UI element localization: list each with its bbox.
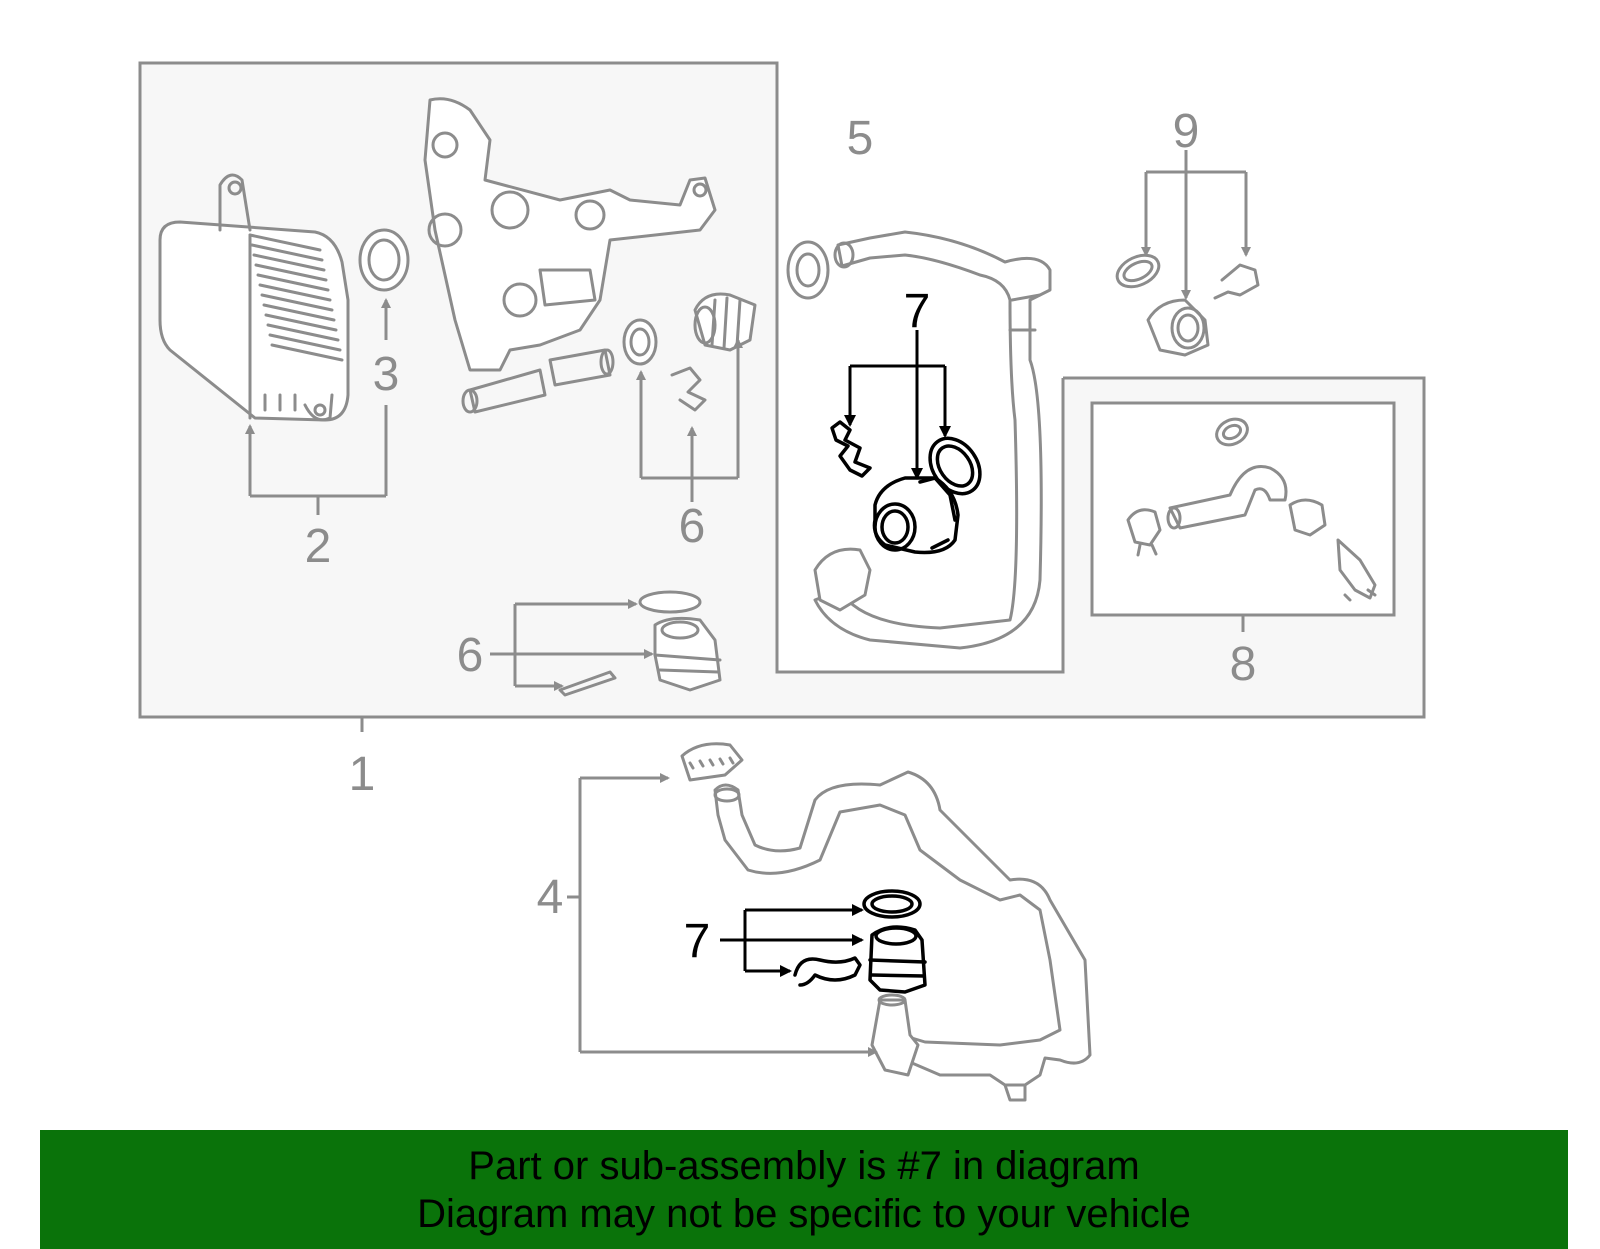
- part-9-set: [1115, 150, 1260, 357]
- callout-3: 3: [373, 348, 400, 401]
- parts-diagram: 1 2 3 4 5 6 6 7 7 8 9: [138, 61, 1426, 1102]
- leader-lines-7-lower: [720, 904, 864, 977]
- part-7-lower-set: [793, 889, 927, 994]
- leader-lines-4: [567, 773, 878, 1057]
- callout-8: 8: [1230, 638, 1257, 691]
- callout-7-upper: 7: [904, 285, 931, 338]
- leader-lines-7-upper: [844, 330, 951, 480]
- callout-1: 1: [349, 748, 376, 801]
- leader-lines-6-lower: [490, 599, 654, 691]
- filter-housing-part: [423, 97, 717, 414]
- part-8-set: [1126, 417, 1377, 602]
- callout-9: 9: [1173, 105, 1200, 158]
- leader-lines-2: [245, 298, 391, 515]
- part-4-coolant-pipe: [680, 742, 1092, 1102]
- part-6-lower-set: [558, 590, 722, 697]
- callout-6-lower: 6: [457, 629, 484, 682]
- callout-6-upper: 6: [679, 500, 706, 553]
- banner-line-part: Part or sub-assembly is #7 in diagram: [468, 1144, 1140, 1188]
- callout-2: 2: [305, 520, 332, 573]
- part-6-upper-set: [622, 292, 757, 412]
- part-5-coolant-pipe: [786, 230, 1052, 650]
- seal-ring-part: [358, 228, 410, 292]
- callout-4: 4: [537, 871, 564, 924]
- callout-5: 5: [847, 112, 874, 165]
- banner-line-disclaimer: Diagram may not be specific to your vehi…: [417, 1192, 1191, 1236]
- leader-lines-6-upper: [636, 338, 743, 502]
- info-banner: Part or sub-assembly is #7 in diagram Di…: [40, 1130, 1568, 1249]
- callout-7-lower: 7: [684, 915, 711, 968]
- oil-cooler-part: [158, 173, 350, 422]
- part-7-upper-set: [830, 420, 982, 555]
